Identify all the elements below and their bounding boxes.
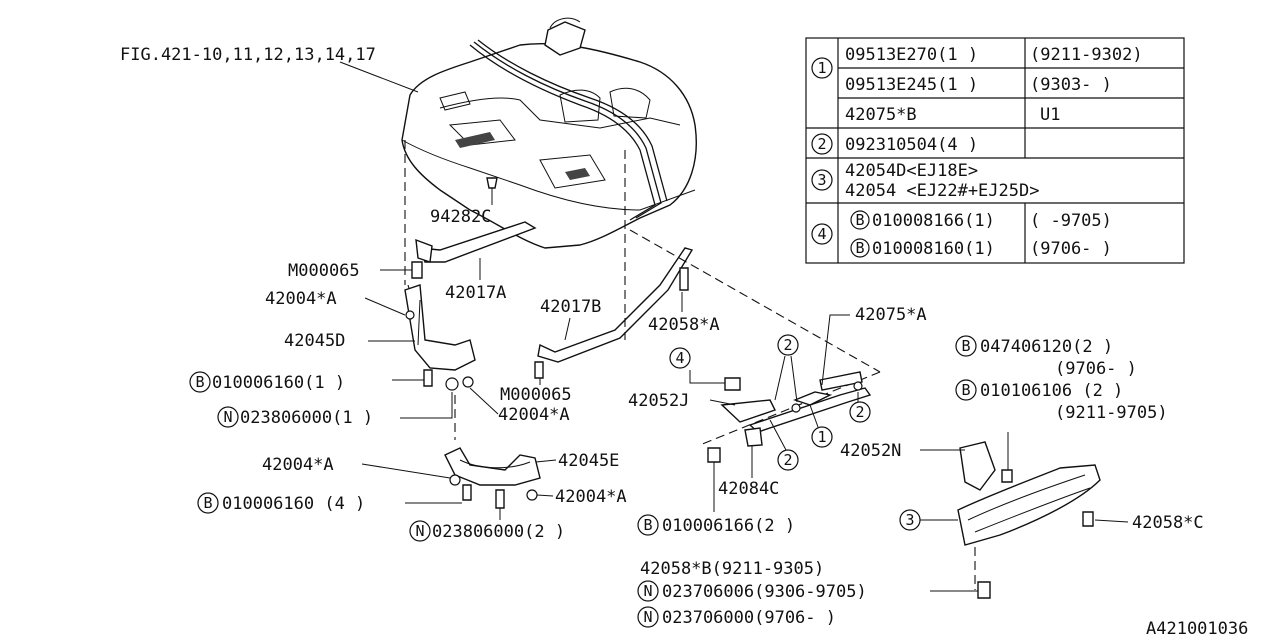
label-023806000-2: 023806000(2 ) bbox=[432, 522, 565, 542]
label-42017a: 42017A bbox=[445, 283, 506, 303]
label-42052j: 42052J bbox=[628, 391, 689, 411]
table-part: 010008166(1) bbox=[872, 211, 995, 231]
figure-ref: FIG.421-10,11,12,13,14,17 bbox=[120, 45, 376, 65]
label-42075a: 42075*A bbox=[855, 305, 927, 325]
label-023806000-1: 023806000(1 ) bbox=[240, 408, 373, 428]
bolt-b-marker: B bbox=[855, 239, 864, 257]
heat-shield bbox=[957, 441, 1101, 599]
label-010006160-4: 010006160 (4 ) bbox=[222, 494, 365, 514]
nut-n-marker: N bbox=[415, 522, 424, 540]
nut-n-marker: N bbox=[223, 408, 232, 426]
table-note: ( -9705) bbox=[1030, 211, 1112, 231]
callout-2: 2 bbox=[783, 451, 792, 469]
label-42058b: 42058*B(9211-9305) bbox=[640, 559, 824, 579]
label-42084c: 42084C bbox=[718, 479, 779, 499]
table-part: 09513E270(1 ) bbox=[845, 45, 978, 65]
bolt-b-marker: B bbox=[961, 337, 970, 355]
table-note: (9303- ) bbox=[1030, 75, 1112, 95]
label-42004a: 42004*A bbox=[265, 289, 337, 309]
callout-4: 4 bbox=[675, 349, 684, 367]
label-023706000: 023706000(9706- ) bbox=[662, 608, 836, 628]
diagram-id: A421001036 bbox=[1146, 619, 1248, 639]
callout-2: 2 bbox=[855, 403, 864, 421]
label-42045d: 42045D bbox=[284, 331, 345, 351]
label-42004a-3: 42004*A bbox=[262, 455, 334, 475]
label-047406120: 047406120(2 ) bbox=[980, 337, 1113, 357]
label-date-9706: (9706- ) bbox=[1055, 359, 1137, 379]
label-010106106: 010106106 (2 ) bbox=[980, 381, 1123, 401]
callout-2: 2 bbox=[783, 336, 792, 354]
callout-1: 1 bbox=[817, 428, 826, 446]
table-ref-1: 1 bbox=[817, 59, 826, 77]
label-010006160-1: 010006160(1 ) bbox=[212, 373, 345, 393]
parts-table: 1 09513E270(1 ) (9211-9302) 09513E245(1 … bbox=[805, 37, 1185, 264]
bolt-b-marker: B bbox=[961, 381, 970, 399]
nut-n-marker: N bbox=[643, 608, 652, 626]
callout-3: 3 bbox=[905, 511, 914, 529]
label-42058a: 42058*A bbox=[648, 315, 720, 335]
label-42017b: 42017B bbox=[540, 297, 601, 317]
table-part: 42075*B bbox=[845, 105, 917, 125]
nut-n-marker: N bbox=[643, 582, 652, 600]
diagram-labels: FIG.421-10,11,12,13,14,17 94282C M000065… bbox=[120, 45, 1248, 639]
label-42004a-4: 42004*A bbox=[555, 487, 627, 507]
label-42045e: 42045E bbox=[558, 451, 619, 471]
table-part: 092310504(4 ) bbox=[845, 135, 978, 155]
bolt-b-marker: B bbox=[195, 373, 204, 391]
label-94282c: 94282C bbox=[430, 207, 491, 227]
table-note: (9706- ) bbox=[1030, 239, 1112, 259]
table-note: U1 bbox=[1040, 105, 1060, 125]
fuel-tank-illustration bbox=[401, 17, 697, 363]
label-date-9211-9705: (9211-9705) bbox=[1055, 403, 1168, 423]
label-m000065: M000065 bbox=[288, 261, 360, 281]
bracket-42045e bbox=[444, 447, 541, 509]
label-010006166: 010006166(2 ) bbox=[662, 516, 795, 536]
table-part: 42054 <EJ22#+EJ25D> bbox=[845, 181, 1039, 201]
table-part: 09513E245(1 ) bbox=[845, 75, 978, 95]
bolt-b-marker: B bbox=[855, 211, 864, 229]
table-ref-3: 3 bbox=[817, 171, 826, 189]
table-note: (9211-9302) bbox=[1030, 45, 1143, 65]
label-42052n: 42052N bbox=[840, 441, 901, 461]
fuel-pipe-assembly bbox=[707, 371, 872, 463]
table-ref-2: 2 bbox=[817, 135, 826, 153]
table-part: 42054D<EJ18E> bbox=[845, 161, 978, 181]
bolt-b-marker: B bbox=[203, 494, 212, 512]
table-ref-4: 4 bbox=[817, 225, 826, 243]
bracket-42045d bbox=[404, 238, 476, 391]
bolt-b-marker: B bbox=[643, 516, 652, 534]
table-part: 010008160(1) bbox=[872, 239, 995, 259]
label-42058c: 42058*C bbox=[1132, 513, 1204, 533]
label-m000065-b: M000065 bbox=[500, 385, 572, 405]
label-023706006: 023706006(9306-9705) bbox=[662, 582, 867, 602]
label-42004a-2: 42004*A bbox=[498, 405, 570, 425]
